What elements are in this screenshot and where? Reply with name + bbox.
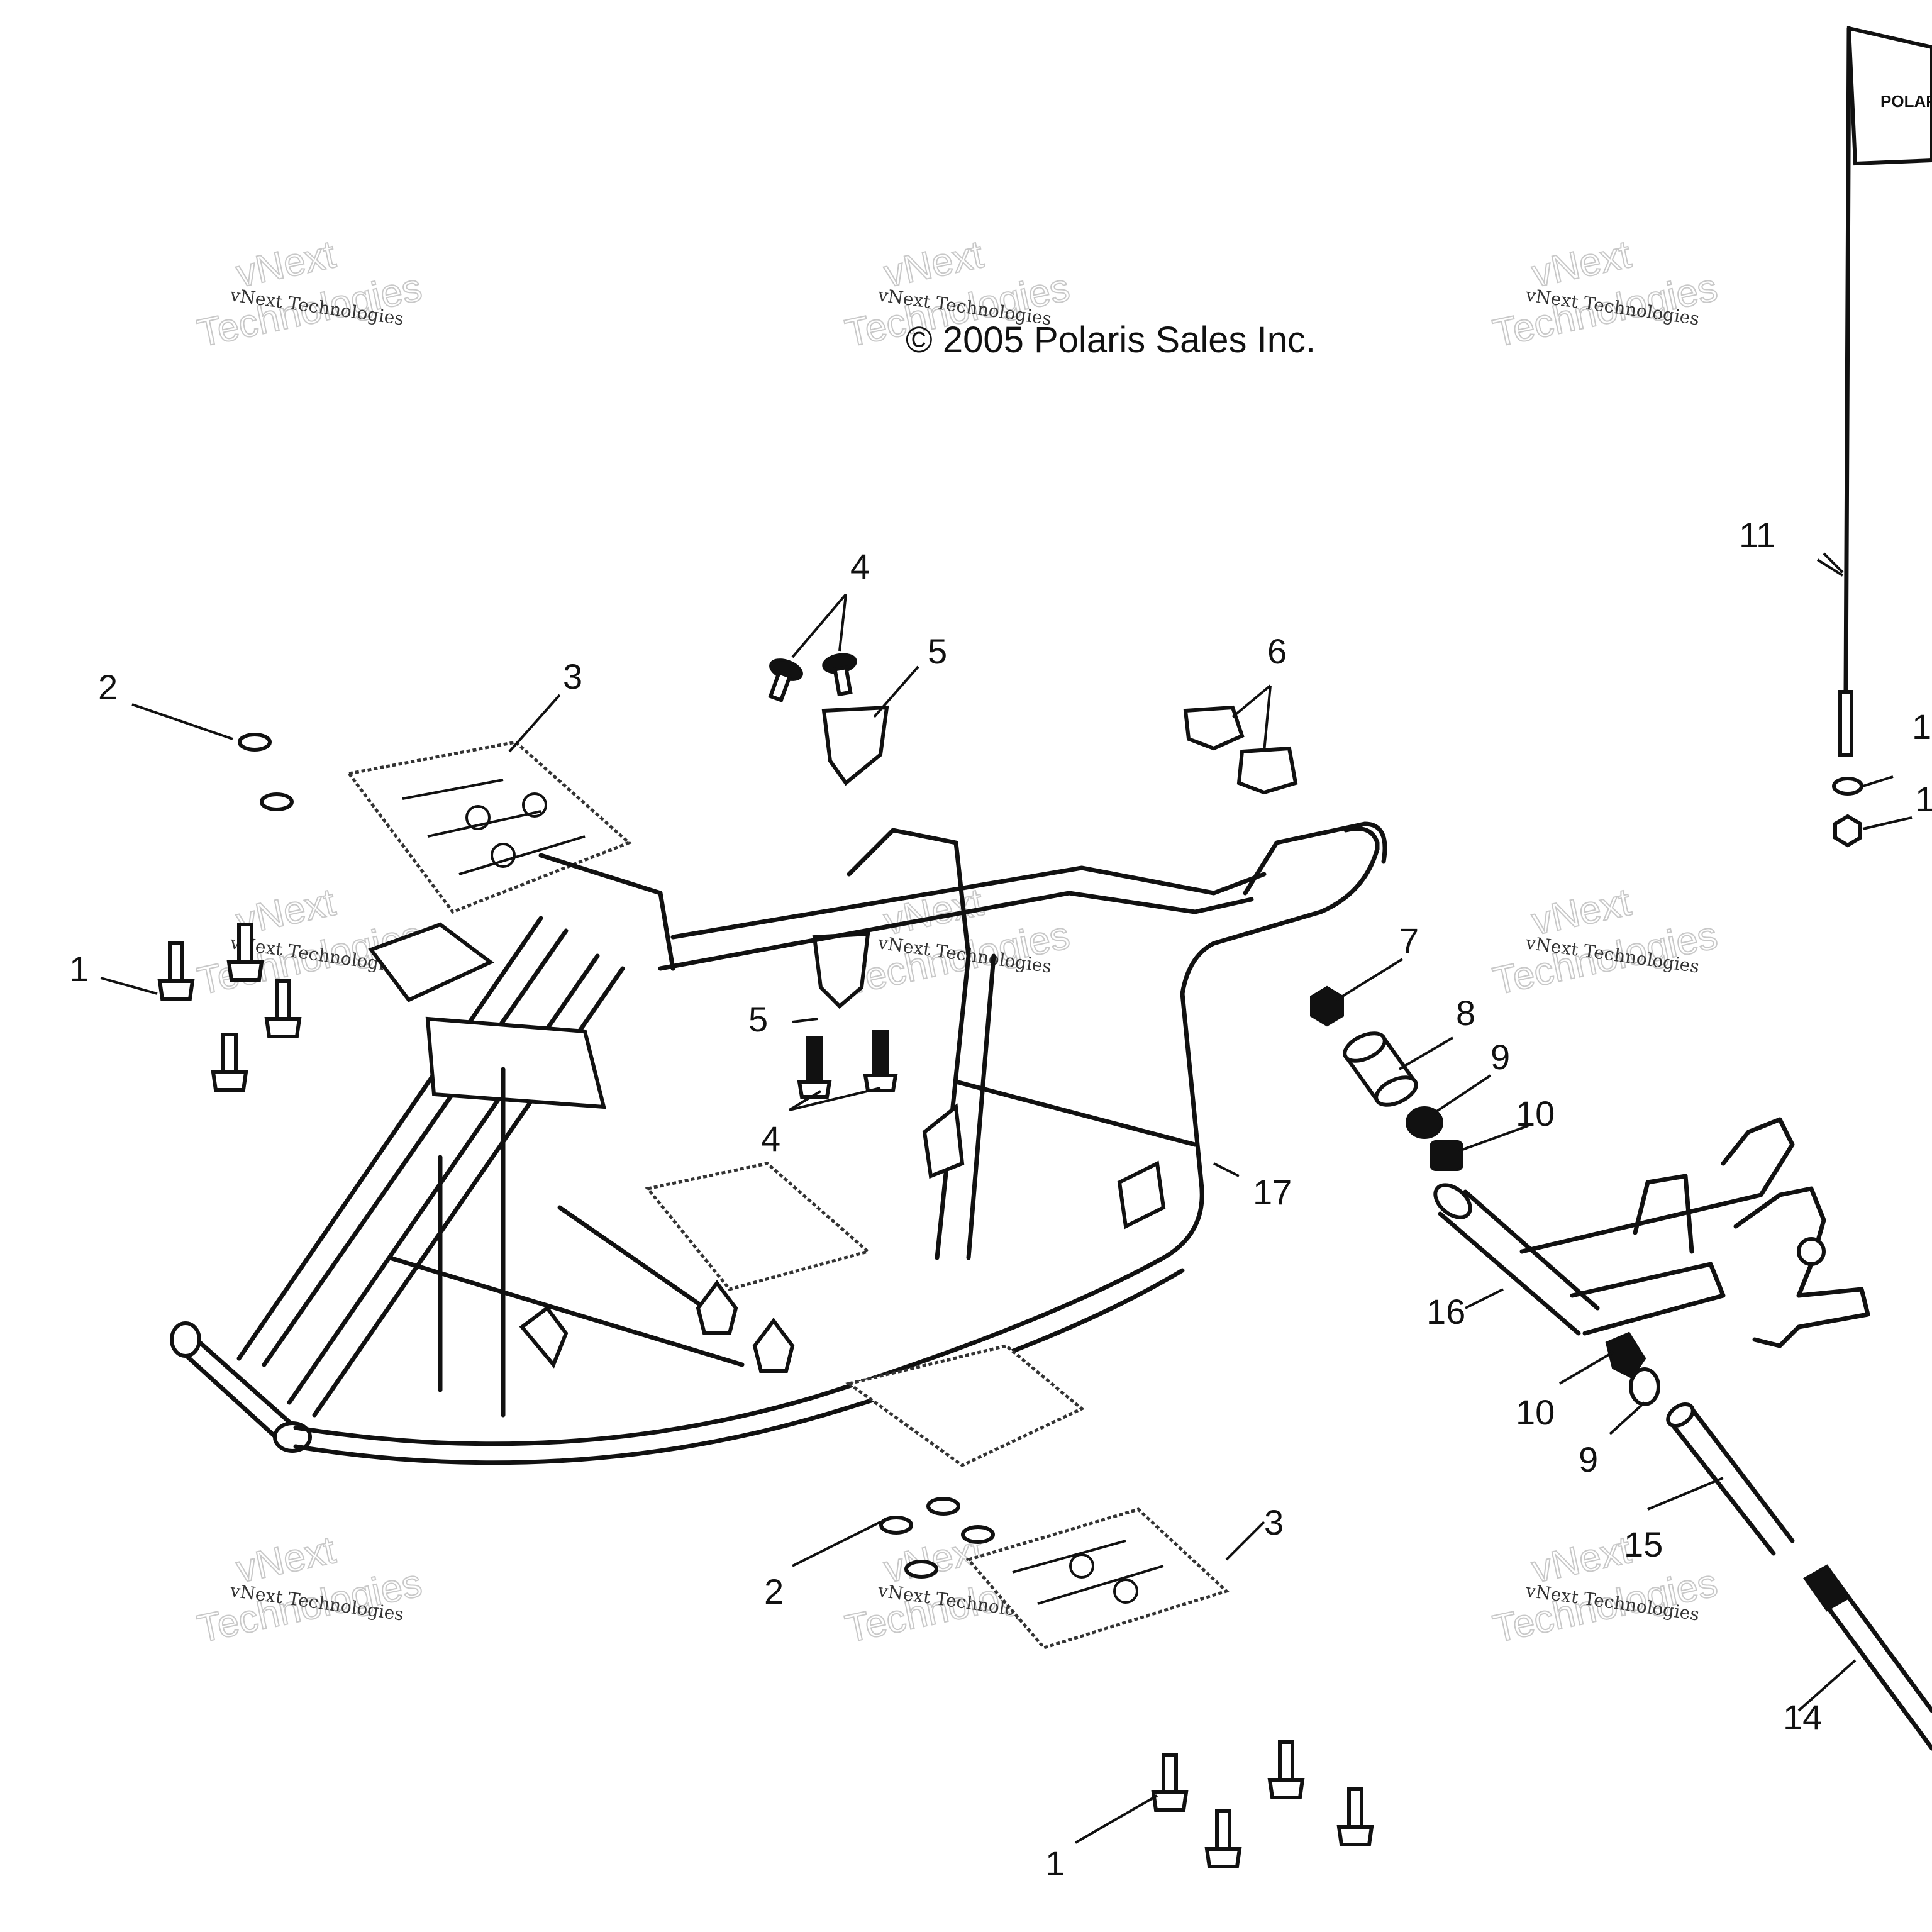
bearing-ten-top (1430, 1140, 1463, 1171)
flag-pole-thread (1838, 690, 1853, 757)
washers-top (238, 733, 294, 811)
callout-2-top-left: 2 (98, 667, 118, 707)
flag-nut (1833, 814, 1862, 848)
bearing-ten-lower (1605, 1331, 1646, 1379)
callout-10-lower: 10 (1516, 1392, 1555, 1432)
flag-washer (1832, 777, 1863, 796)
bracket-six-b (1236, 746, 1298, 795)
callout-5-top: 5 (928, 631, 947, 671)
callout-4-top: 4 (850, 547, 870, 586)
bolts-top-left (157, 923, 302, 1092)
callout-15: 15 (1624, 1524, 1663, 1564)
callout-10-top: 10 (1516, 1094, 1555, 1133)
bracket-top (821, 705, 889, 786)
steering-post (1433, 1117, 1870, 1348)
flag-pennant (1846, 26, 1932, 166)
steering-shaft (1803, 1564, 1932, 1751)
steering-nut (1310, 985, 1344, 1027)
bolts-bottom (1151, 1740, 1374, 1868)
callout-16: 16 (1426, 1292, 1465, 1331)
bracket-six-a (1183, 705, 1245, 751)
callout-5-mid: 5 (748, 999, 768, 1039)
safety-flag: POLARIS (1832, 26, 1932, 848)
flag-logo-text: POLARIS (1880, 92, 1932, 111)
callout-3-top: 3 (563, 657, 582, 696)
flag-pole (1843, 26, 1852, 694)
callout-numbers: 1 1 2 2 3 3 4 4 5 5 6 7 8 9 9 10 10 11 1… (69, 515, 1932, 1883)
bushing (1343, 1031, 1418, 1107)
carriage-bolts-top (768, 653, 857, 703)
callout-1-top-left: 1 (69, 949, 89, 989)
skid-plate-bottom (965, 1507, 1230, 1650)
callout-6: 6 (1267, 631, 1287, 671)
callout-13: 13 (1915, 779, 1932, 819)
callout-2-bottom: 2 (764, 1572, 784, 1611)
callout-4-lower: 4 (761, 1119, 780, 1158)
copyright-text: © 2005 Polaris Sales Inc. (906, 319, 1316, 360)
bracket-mid (812, 931, 870, 1009)
callout-7: 7 (1399, 921, 1419, 960)
callout-3-bottom: 3 (1264, 1502, 1284, 1542)
washers-bottom (879, 1497, 995, 1579)
leader-lines (100, 552, 1913, 1844)
washer-nine-lower (1629, 1367, 1660, 1406)
callout-9-top: 9 (1491, 1037, 1510, 1077)
skid-plate-top (346, 740, 632, 914)
callout-14: 14 (1783, 1697, 1822, 1737)
washer-nine-top (1406, 1106, 1443, 1139)
carriage-bolts-lower (797, 1030, 898, 1099)
callout-8: 8 (1456, 993, 1475, 1033)
steering-tube (1666, 1402, 1795, 1556)
callout-9-lower: 9 (1579, 1440, 1598, 1479)
callout-12: 12 (1912, 707, 1932, 747)
callout-1-bottom: 1 (1045, 1843, 1065, 1883)
callout-11: 11 (1739, 515, 1775, 555)
main-frame (170, 821, 1387, 1467)
callout-17: 17 (1253, 1172, 1292, 1212)
